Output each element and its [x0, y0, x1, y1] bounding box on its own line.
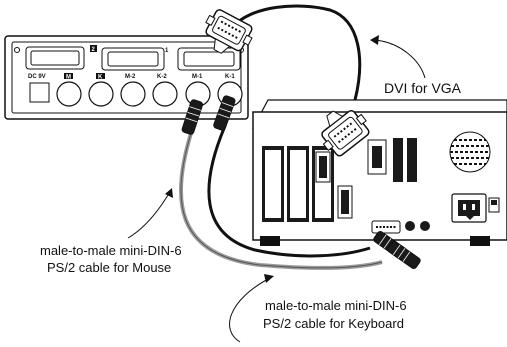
- ps2-plug-keyboard-kvm: [213, 95, 236, 131]
- mouse-cable-edge: [180, 129, 383, 269]
- label-mouse-cable-line1: male-to-male mini-DIN-6: [40, 243, 182, 258]
- label-keyboard-cable-line1: male-to-male mini-DIN-6: [265, 298, 407, 313]
- kvm-switch-panel: 2 1 DC 9V M K M-2 K-2 M-1 K-1: [4, 35, 249, 120]
- ps2-port-pc-mouse: [405, 221, 415, 231]
- port-m-badge: [64, 73, 73, 79]
- io-slot: [407, 138, 417, 182]
- port-k2-label: K-2: [157, 74, 167, 80]
- ps2-port-pc-keyboard: [420, 221, 430, 231]
- port-k-label: K: [98, 75, 103, 81]
- fan-grille: [449, 131, 491, 173]
- ps2-port-m2: [120, 81, 146, 107]
- video-port-1: [177, 47, 241, 71]
- label-mouse-cable-line2: PS/2 cable for Mouse: [47, 260, 172, 275]
- label-dvi-for-vga: DVI for VGA: [384, 80, 462, 96]
- io-slot: [393, 138, 403, 182]
- vga-connector-pc: [321, 109, 370, 157]
- port-k1-label: K-1: [225, 74, 235, 80]
- port-m-label: M: [66, 75, 71, 81]
- port-m1-label: M-1: [192, 74, 203, 80]
- pc-foot: [470, 236, 490, 246]
- power-socket: [451, 193, 487, 223]
- mount-hole: [14, 47, 20, 53]
- pc-rear-panel: [251, 99, 507, 246]
- badge-2-text: 2: [92, 47, 96, 53]
- callout-arrow-mouse: [127, 188, 173, 239]
- vga-cable: [230, 4, 362, 113]
- ps2-plug-mouse-kvm: [181, 99, 203, 135]
- serial-port: [371, 220, 401, 234]
- pc-foot: [260, 236, 280, 246]
- ps2-plug-mouse-pc: [387, 241, 421, 269]
- ps2-port-k2: [152, 81, 178, 107]
- vga-connector-kvm: [205, 9, 253, 54]
- power-label: DC 9V: [28, 74, 46, 80]
- badge-1-text: 1: [165, 48, 169, 54]
- port-k-badge: [96, 73, 105, 79]
- badge-2-icon: [90, 45, 97, 52]
- video-port-2: [101, 47, 165, 71]
- keyboard-cable: [207, 125, 371, 258]
- power-jack: [29, 82, 50, 103]
- ps2-port-console-keyboard: [88, 81, 114, 107]
- port-m2-label: M-2: [125, 74, 136, 80]
- label-keyboard-cable-line2: PS/2 cable for Keyboard: [263, 316, 404, 331]
- ps2-port-console-mouse: [56, 81, 82, 107]
- callout-arrow-dvi: [370, 35, 426, 79]
- callout-arrow-keyboard: [229, 274, 274, 343]
- video-port-console: [25, 46, 85, 70]
